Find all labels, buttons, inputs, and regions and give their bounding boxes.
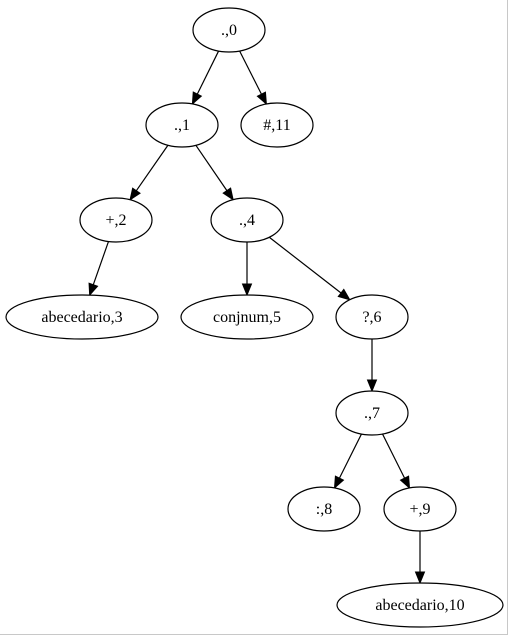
node-label: abecedario,3 (41, 309, 122, 326)
tree-node-n11: #,11 (240, 102, 314, 148)
edge-line (381, 433, 406, 479)
edge-n4-n6 (268, 236, 351, 301)
edge-n0-n1 (191, 50, 220, 106)
arrowhead (399, 475, 411, 490)
arrowhead (222, 187, 234, 201)
arrowhead (129, 187, 141, 201)
tree-node-n7: .,7 (335, 390, 409, 436)
node-ellipse (383, 486, 457, 532)
node-label: conjnum,5 (213, 309, 281, 326)
edge-line (135, 144, 169, 192)
node-label: +,2 (105, 212, 126, 229)
arrowhead (337, 288, 351, 301)
edge-n9-n10 (414, 531, 426, 585)
node-label: abecedario,10 (375, 597, 464, 614)
edges-layer (88, 50, 426, 585)
tree-node-n8: :,8 (287, 486, 361, 532)
edge-n2-n3 (88, 241, 110, 297)
tree-node-n5: conjnum,5 (180, 294, 314, 340)
tree-node-n3: abecedario,3 (5, 294, 159, 340)
edge-line (338, 433, 363, 479)
arrowhead (191, 91, 203, 106)
arrowhead (333, 475, 345, 490)
node-label: .,7 (364, 405, 380, 422)
node-ellipse (192, 7, 266, 53)
edge-line (239, 50, 262, 95)
node-ellipse (5, 294, 159, 340)
node-ellipse (240, 102, 314, 148)
node-label: #,11 (263, 117, 290, 134)
node-ellipse (335, 294, 409, 340)
nodes-layer: .,0 .,1 #,11 +,2 .,4 abecedario,3 conjnum,5 ?,6… (5, 7, 504, 628)
edge-n7-n8 (333, 433, 363, 490)
edge-n7-n9 (381, 433, 411, 490)
node-label: ?,6 (362, 309, 381, 326)
tree-node-n0: .,0 (192, 7, 266, 53)
edge-n4-n5 (241, 242, 253, 297)
node-ellipse (336, 582, 504, 628)
edge-line (196, 50, 220, 95)
tree-node-n2: +,2 (79, 197, 153, 243)
edge-line (268, 236, 342, 294)
tree-node-n10: abecedario,10 (336, 582, 504, 628)
arrowhead (366, 379, 378, 393)
edge-n1-n2 (129, 144, 169, 201)
arrowhead (241, 283, 253, 297)
tree-node-n4: .,4 (210, 197, 284, 243)
node-ellipse (180, 294, 314, 340)
edge-n0-n11 (239, 50, 267, 106)
node-ellipse (79, 197, 153, 243)
edge-n6-n7 (366, 339, 378, 393)
tree-node-n1: .,1 (145, 102, 219, 148)
tree-node-n6: ?,6 (335, 294, 409, 340)
tree-node-n9: +,9 (383, 486, 457, 532)
node-label: +,9 (409, 501, 430, 518)
node-label: .,1 (174, 117, 190, 134)
arrowhead (414, 571, 426, 585)
edge-line (92, 241, 110, 285)
node-ellipse (335, 390, 409, 436)
edge-line (195, 144, 228, 191)
arrowhead (88, 282, 99, 297)
node-label: :,8 (316, 501, 332, 518)
node-ellipse (145, 102, 219, 148)
node-label: .,4 (239, 212, 255, 229)
edge-n1-n4 (195, 144, 234, 201)
node-ellipse (210, 197, 284, 243)
node-label: .,0 (221, 22, 237, 39)
node-ellipse (287, 486, 361, 532)
arrowhead (256, 91, 267, 106)
